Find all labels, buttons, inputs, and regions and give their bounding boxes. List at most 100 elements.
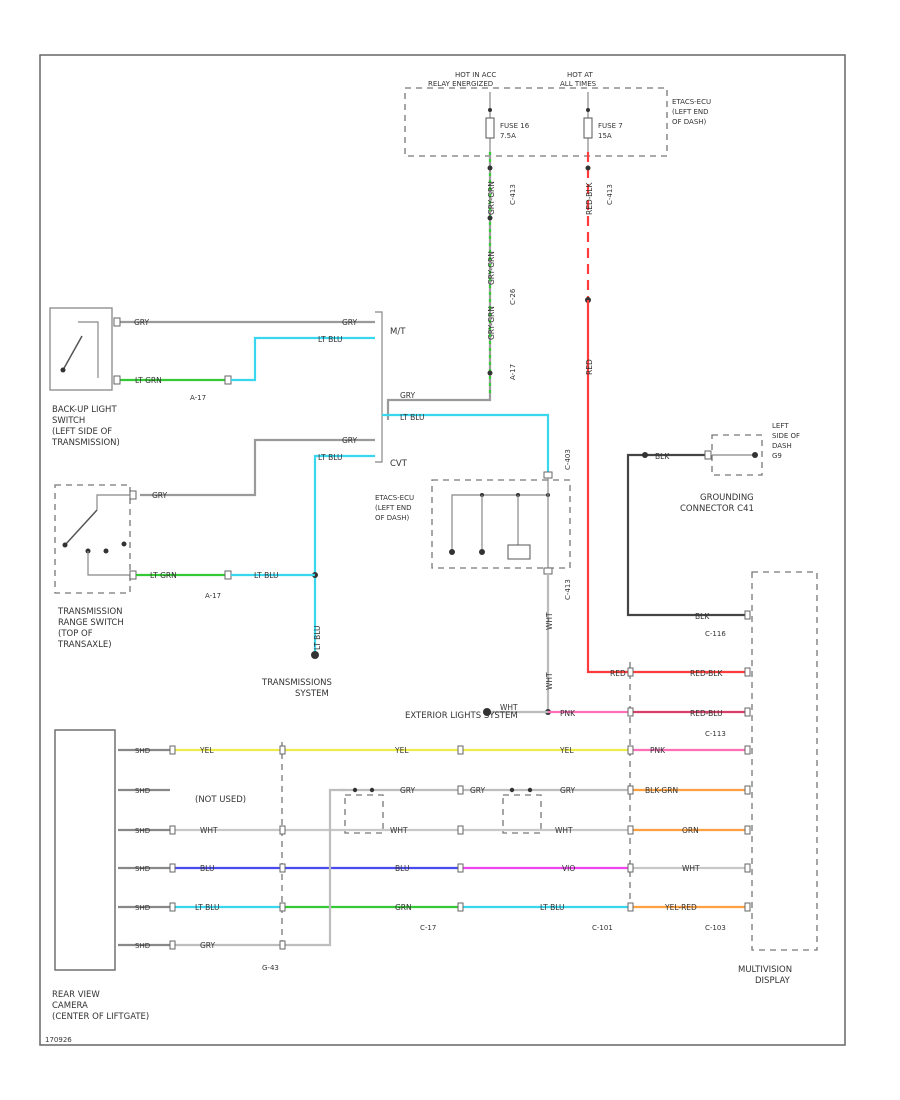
left-side-dash-label-4: G9 bbox=[772, 452, 782, 460]
etacs-ecu-top-label-2: (LEFT END bbox=[672, 108, 709, 116]
wire-blk-grn-label: BLK-GRN bbox=[645, 786, 678, 795]
wire-gry-label-trs: GRY bbox=[152, 491, 168, 500]
connector-pins bbox=[169, 450, 751, 950]
cvt-label: CVT bbox=[390, 459, 408, 469]
all-times-label: ALL TIMES bbox=[560, 80, 597, 88]
not-used-label: (NOT USED) bbox=[195, 795, 246, 805]
transmission-range-switch-icon bbox=[64, 509, 98, 546]
shd-label-3: SHD bbox=[135, 827, 150, 835]
grounding-connector-label-2: CONNECTOR C41 bbox=[680, 504, 754, 514]
shd-label-1: SHD bbox=[135, 747, 150, 755]
wire-red-blu-label: RED-BLU bbox=[690, 709, 723, 718]
wire-pnk-label-2: PNK bbox=[650, 746, 666, 755]
rear-view-camera-box bbox=[54, 729, 116, 971]
exterior-lights-label: EXTERIOR LIGHTS SYSTEM bbox=[405, 711, 518, 721]
etacs-ecu-mid-label-3: OF DASH) bbox=[375, 514, 410, 522]
connector-a17-2-label: A-17 bbox=[205, 592, 221, 600]
wire-lt-grn-label-2: LT GRN bbox=[150, 571, 177, 580]
wire-gry-grn-label-2: GRY-GRN bbox=[487, 251, 496, 285]
etacs-ecu-mid-label-1: ETACS-ECU bbox=[375, 494, 414, 502]
trans-range-switch-label-4: TRANSAXLE) bbox=[57, 640, 112, 650]
connector-c413-a-label: C-413 bbox=[509, 184, 517, 205]
wire-wht-label-vert-2: WHT bbox=[545, 672, 554, 690]
wire-lt-blu-label-r5a: LT BLU bbox=[195, 903, 220, 912]
connector-c413-c-label: C-413 bbox=[564, 579, 572, 600]
wire-gry-label-r2b: GRY bbox=[470, 786, 486, 795]
transmission-system-dot bbox=[311, 651, 319, 659]
rear-view-camera-label-3: (CENTER OF LIFTGATE) bbox=[52, 1012, 149, 1022]
wire-gry-label-r2c: GRY bbox=[560, 786, 576, 795]
etacs-ecu-fuse-box bbox=[404, 87, 668, 157]
transmission-range-switch-box bbox=[54, 484, 131, 594]
diagram-frame bbox=[39, 54, 846, 1046]
backup-light-switch-label-1: BACK-UP LIGHT bbox=[52, 405, 117, 415]
transmission-system-label-2: SYSTEM bbox=[295, 689, 329, 699]
wire-lt-blu-label-ts: LT BLU bbox=[313, 625, 322, 650]
rear-view-camera-label-2: CAMERA bbox=[52, 1001, 88, 1011]
wire-yel-red-label: YEL-RED bbox=[664, 903, 697, 912]
connector-c403-label: C-403 bbox=[564, 449, 572, 470]
connector-c116-label: C-116 bbox=[705, 630, 726, 638]
wire-lt-blu-label-trs: LT BLU bbox=[254, 571, 279, 580]
backup-light-switch-icon bbox=[62, 335, 83, 371]
fuse-7-label: FUSE 7 bbox=[598, 122, 623, 130]
wire-yel-label-3: YEL bbox=[559, 746, 574, 755]
connector-c17-label: C-17 bbox=[420, 924, 436, 932]
wire-wht-label-r3a: WHT bbox=[200, 826, 218, 835]
etacs-ecu-top-label-1: ETACS-ECU bbox=[672, 98, 711, 106]
wire-gry-grn-label-1: GRY-GRN bbox=[487, 181, 496, 215]
wire-gry-label-backup-2: GRY bbox=[342, 318, 358, 327]
wire-lt-blu-label-mt: LT BLU bbox=[318, 335, 343, 344]
multivision-display-label-2: DISPLAY bbox=[755, 976, 791, 986]
grounding-connector-label-1: GROUNDING bbox=[700, 493, 754, 503]
connector-g43-label: G-43 bbox=[262, 964, 279, 972]
wire-wht-label-r3b: WHT bbox=[390, 826, 408, 835]
left-side-dash-label-3: DASH bbox=[772, 442, 792, 450]
wire-wht-label-vert-1: WHT bbox=[545, 612, 554, 630]
wire-wht-label-r3c: WHT bbox=[555, 826, 573, 835]
wire-pnk-label-1: PNK bbox=[560, 709, 576, 718]
footer-id: 170926 bbox=[45, 1036, 72, 1044]
connector-c413-b-label: C-413 bbox=[606, 184, 614, 205]
backup-light-switch-label-4: TRANSMISSION) bbox=[51, 438, 120, 448]
wire-red-label-vertical: RED bbox=[585, 359, 594, 375]
rear-view-camera-label-1: REAR VIEW bbox=[52, 990, 100, 1000]
fuse-16-icon bbox=[485, 117, 495, 139]
wire-lt-blu-label-bus: LT BLU bbox=[400, 413, 425, 422]
connector-c26-label: C-26 bbox=[509, 288, 517, 305]
wire-gry-label-backup: GRY bbox=[134, 318, 150, 327]
fuse-16-label: FUSE 16 bbox=[500, 122, 530, 130]
shd-label-4: SHD bbox=[135, 865, 150, 873]
wire-blk-label-2: BLK bbox=[695, 612, 710, 621]
fuse-7-rating: 15A bbox=[598, 132, 612, 140]
wire-lt-blu-label-r5b: LT BLU bbox=[540, 903, 565, 912]
etacs-ecu-mid-box bbox=[431, 479, 571, 569]
multivision-display-box bbox=[751, 571, 818, 951]
wire-red-label-c101: RED bbox=[610, 669, 626, 678]
shd-label-2: SHD bbox=[135, 787, 150, 795]
connector-c103-label: C-103 bbox=[705, 924, 726, 932]
etacs-ecu-component-icon bbox=[507, 544, 531, 560]
connector-c101-label: C-101 bbox=[592, 924, 613, 932]
wire-grn-label: GRN bbox=[395, 903, 412, 912]
wire-wht-label-r4: WHT bbox=[682, 864, 700, 873]
camera-pins bbox=[118, 748, 170, 947]
hot-in-acc-label: HOT IN ACC bbox=[455, 71, 496, 79]
wire-yel-label-1: YEL bbox=[199, 746, 214, 755]
shield-splice-1 bbox=[344, 794, 384, 834]
wire-lt-blu-label-cvt: LT BLU bbox=[318, 453, 343, 462]
wire-red-blk-label-c113: RED-BLK bbox=[690, 669, 723, 678]
wire-yel-label-2: YEL bbox=[394, 746, 409, 755]
ground-icon bbox=[752, 452, 758, 458]
wire-gry-label-cvt: GRY bbox=[342, 436, 358, 445]
connector-c113-label: C-113 bbox=[705, 730, 726, 738]
wire-gry-label-r6: GRY bbox=[200, 941, 216, 950]
shd-label-6: SHD bbox=[135, 942, 150, 950]
left-side-dash-label-2: SIDE OF bbox=[772, 432, 800, 440]
trans-range-switch-label-1: TRANSMISSION bbox=[57, 607, 123, 617]
mt-label: M/T bbox=[390, 327, 406, 337]
trans-range-switch-label-2: RANGE SWITCH bbox=[58, 618, 124, 628]
fuse-7-icon bbox=[583, 117, 593, 139]
connector-a17-1-label: A-17 bbox=[190, 394, 206, 402]
